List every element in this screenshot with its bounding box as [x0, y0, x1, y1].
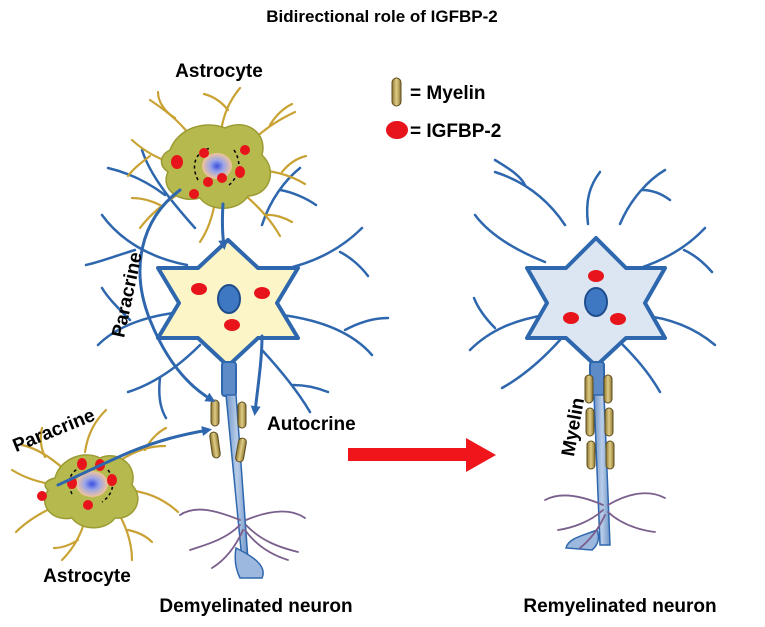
igfbp2-dot: [83, 500, 93, 510]
igfbp2-dot: [224, 319, 240, 331]
transition-arrow-shaft: [348, 448, 470, 461]
astrocyte-nucleus: [76, 471, 108, 497]
myelin-segment: [235, 437, 247, 463]
igfbp2-dot: [189, 189, 199, 199]
myelin-segment: [603, 374, 613, 404]
myelin-segment: [584, 374, 594, 404]
igfbp2-dot: [240, 145, 250, 155]
igfbp2-dot: [171, 155, 183, 169]
legend-igfbp2-swatch: [386, 121, 408, 139]
igfbp2-dot: [563, 312, 579, 324]
left-axon-terminal: [234, 546, 264, 579]
astrocyte-membrane: [68, 465, 114, 503]
label-remyelinated: Remyelinated neuron: [523, 596, 716, 617]
label-myelin-side: Myelin: [558, 396, 589, 458]
igfbp2-dot: [254, 287, 270, 299]
myelin-segment: [586, 440, 596, 470]
myelin-segment: [585, 407, 595, 437]
paracrine-arrow-top: [138, 188, 216, 403]
diagram-title: Bidirectional role of IGFBP-2: [266, 7, 497, 26]
right-axon: [593, 394, 611, 546]
remyelinated-neuron: [468, 158, 717, 551]
myelin-segment: [605, 440, 615, 470]
legend-myelin-swatch: [391, 77, 402, 107]
label-autocrine: Autocrine: [267, 414, 356, 435]
igfbp2-dot: [37, 491, 47, 501]
right-axon-terminal: [565, 529, 600, 551]
igfbp2-dot: [77, 458, 87, 470]
label-astrocyte-top: Astrocyte: [175, 61, 263, 82]
igfbp2-dot: [235, 166, 245, 178]
igfbp2-dot: [588, 270, 604, 282]
label-demyelinated: Demyelinated neuron: [159, 596, 352, 617]
paracrine-arrow-bottom: [56, 426, 212, 487]
right-nucleus: [584, 287, 608, 317]
left-nucleus: [217, 284, 241, 314]
igfbp2-dot: [203, 177, 213, 187]
igfbp2-dot: [107, 474, 117, 486]
astrocyte-bottom: [10, 408, 180, 562]
myelin-segment: [209, 431, 221, 459]
left-myelin-fragments: [209, 399, 247, 463]
left-axon-roots: [179, 508, 306, 569]
legend-igfbp2-label: = IGFBP-2: [410, 121, 501, 142]
transition-arrow: [348, 438, 496, 472]
paracrine-autocrine-arrows: [56, 188, 264, 487]
right-dendrites: [468, 158, 717, 394]
autocrine-arrow: [250, 334, 264, 416]
legend: = Myelin = IGFBP-2: [386, 77, 501, 142]
igfbp2-dot: [217, 173, 227, 183]
left-axon-hillock: [221, 361, 237, 397]
right-axon-roots: [544, 492, 666, 549]
demyelinated-neuron: [84, 148, 390, 579]
legend-myelin-label: = Myelin: [410, 83, 486, 104]
igfbp2-dot: [191, 283, 207, 295]
igfbp2-dot: [199, 148, 209, 158]
transition-arrow-head: [466, 438, 496, 472]
right-myelin-sheath: [584, 374, 615, 470]
label-astrocyte-bottom: Astrocyte: [43, 566, 131, 587]
myelin-segment: [237, 401, 247, 429]
igfbp2-dot: [610, 313, 626, 325]
astrocyte-to-soma-arrow: [218, 202, 229, 250]
myelin-segment: [604, 407, 614, 437]
myelin-segment: [210, 399, 220, 427]
astrocyte-nucleus: [202, 153, 232, 179]
astrocyte-top: [126, 86, 308, 244]
